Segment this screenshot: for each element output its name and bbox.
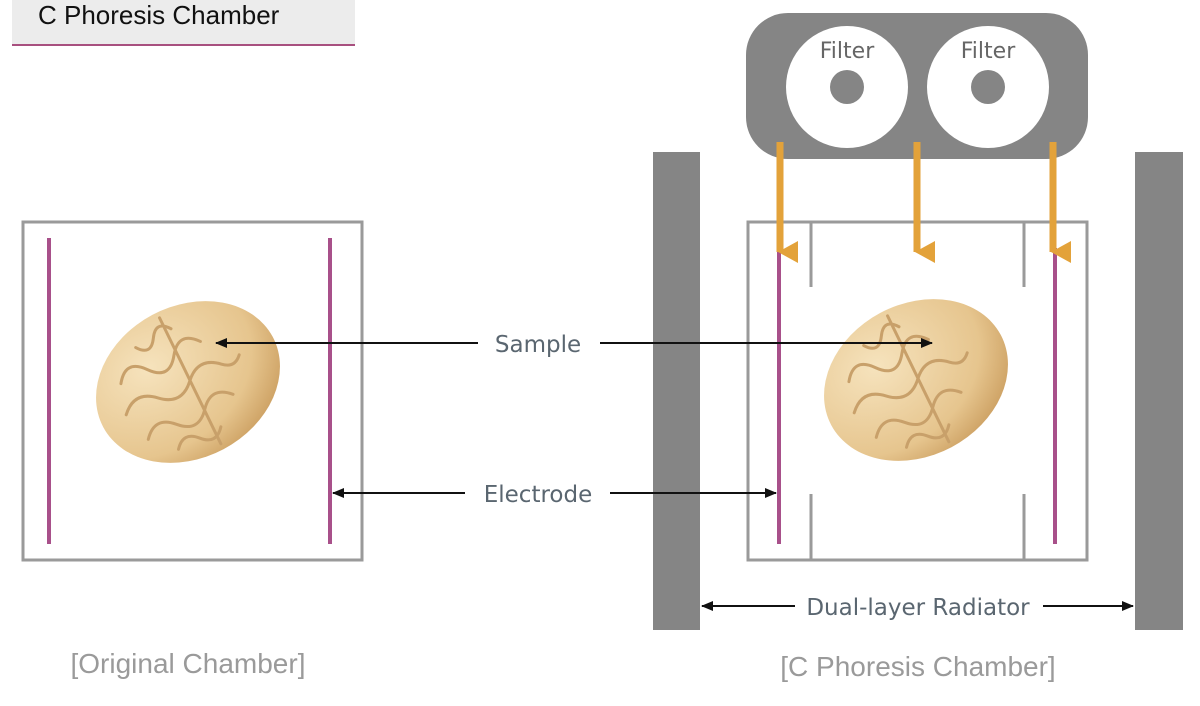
cphoresis-chamber-caption: [C Phoresis Chamber] (780, 651, 1055, 682)
filter-label-2: Filter (961, 39, 1016, 64)
cphoresis-electrode-left (777, 248, 781, 544)
filter-unit: Filter Filter (746, 13, 1088, 159)
original-chamber (21, 220, 364, 562)
radiator-label: Dual-layer Radiator (806, 595, 1030, 621)
electrode-label: Electrode (484, 482, 593, 508)
cphoresis-electrode-right (1053, 248, 1057, 544)
original-brain-icon (96, 301, 280, 463)
radiator-right (1135, 152, 1183, 630)
original-chamber-box (21, 220, 364, 562)
original-electrode-left (47, 238, 51, 544)
sample-label: Sample (495, 332, 581, 358)
original-chamber-caption: [Original Chamber] (71, 648, 306, 679)
filter-label-1: Filter (820, 39, 875, 64)
page-title: C Phoresis Chamber (38, 0, 280, 30)
original-electrode-right (328, 238, 332, 544)
cphoresis-brain-icon (824, 299, 1008, 461)
flow-arrows (776, 142, 1071, 263)
cphoresis-chamber (653, 152, 1183, 630)
filter-hub-2 (971, 70, 1005, 104)
pointer-arrows (215, 338, 1134, 611)
filter-hub-1 (830, 70, 864, 104)
radiator-left (653, 152, 700, 630)
title-tab: C Phoresis Chamber (12, 0, 355, 46)
